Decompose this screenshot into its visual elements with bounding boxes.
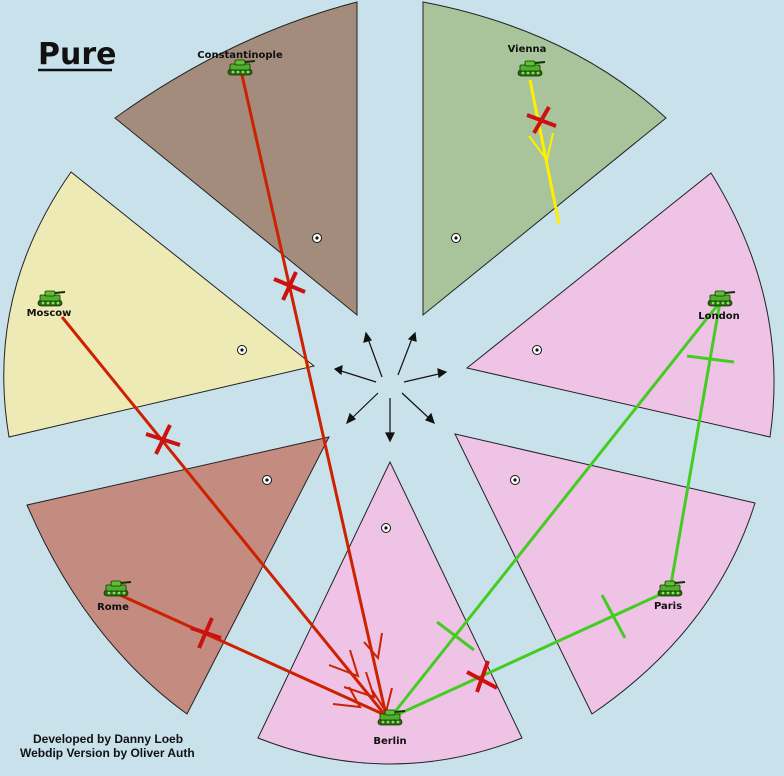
territory-rome[interactable] bbox=[26, 436, 330, 715]
territory-constantinople[interactable] bbox=[114, 1, 358, 317]
supply-center-icon bbox=[262, 475, 272, 485]
failed-order-markers bbox=[145, 106, 557, 693]
map-title: Pure bbox=[38, 37, 117, 72]
territory-moscow[interactable] bbox=[3, 171, 316, 438]
credit-developer: Developed by Danny Loeb bbox=[33, 732, 183, 746]
supply-center-icon bbox=[381, 523, 391, 533]
supply-center-icon bbox=[237, 345, 247, 355]
territory-london[interactable] bbox=[465, 172, 775, 438]
territory-label-moscow: Moscow bbox=[27, 308, 72, 319]
order-support-lines bbox=[388, 301, 735, 720]
territory-label-vienna: Vienna bbox=[508, 44, 547, 55]
supply-center-icon bbox=[451, 233, 461, 243]
territory-label-rome: Rome bbox=[97, 602, 129, 613]
supply-center-icon bbox=[532, 345, 542, 355]
territory-label-constantinople: Constantinople bbox=[197, 50, 283, 61]
territory-label-paris: Paris bbox=[654, 601, 682, 612]
order-rome-move-berlin bbox=[119, 593, 386, 717]
center-arrows bbox=[333, 331, 448, 443]
supply-center-icon bbox=[510, 475, 520, 485]
order-moscow-move-berlin bbox=[60, 316, 387, 716]
territory-label-london: London bbox=[698, 311, 740, 322]
territory-label-berlin: Berlin bbox=[373, 736, 406, 747]
supply-center-icon bbox=[312, 233, 322, 243]
order-vienna-move bbox=[528, 79, 561, 225]
credit-webdip: Webdip Version by Oliver Auth bbox=[20, 746, 195, 760]
territory-paris[interactable] bbox=[454, 433, 756, 715]
